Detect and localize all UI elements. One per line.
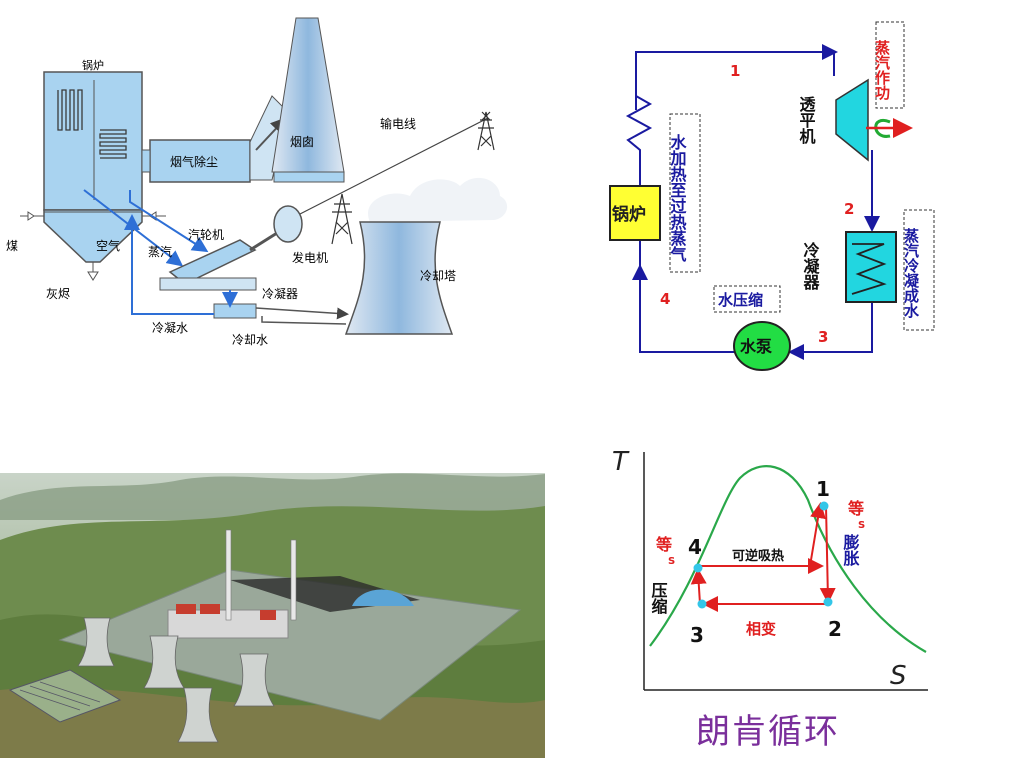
- heat-absorb-label: 可逆吸热: [732, 548, 784, 564]
- chimney-label: 烟囱: [290, 135, 314, 149]
- ts-line-3-4: [690, 568, 707, 605]
- s-axis-label: S: [890, 661, 907, 691]
- generator: [273, 205, 303, 243]
- boiler-label: 锅炉: [82, 59, 104, 72]
- ts-diagram: T S 1 2 3 4 可逆吸热 相变 等 S 压缩 等 S 膨胀: [612, 447, 928, 691]
- cycle-num-4: 4: [660, 290, 670, 308]
- cycle-line-top: [635, 44, 838, 110]
- heat-text: 水加热至过热蒸气: [668, 133, 688, 263]
- pylon-near: [331, 193, 353, 245]
- ash-label: 灰烬: [46, 287, 70, 301]
- flue-gas-label: 烟气除尘: [170, 154, 218, 169]
- condenser: [213, 303, 257, 319]
- stack-2: [290, 539, 297, 621]
- isentropic-b-label: 等: [847, 499, 864, 518]
- condense-box: [903, 209, 935, 331]
- power-line: [299, 117, 489, 215]
- heating-zigzag: [625, 95, 653, 186]
- condenser-label: 冷凝器: [262, 286, 298, 301]
- condense-text: 蒸汽冷凝成水: [902, 227, 920, 319]
- boiler-coil-right: [99, 129, 127, 159]
- work-text: 蒸汽作功: [873, 39, 891, 101]
- expand-vertical-label: 膨胀: [841, 533, 860, 567]
- cooling-tower: [344, 221, 454, 335]
- condenser-coil-icon: [851, 243, 887, 295]
- stack-1: [225, 529, 232, 621]
- ts-point-1: [819, 501, 829, 511]
- flue-gas-box: [149, 139, 251, 183]
- compress-box: [713, 285, 781, 313]
- isentropic-a-sub: S: [668, 556, 675, 567]
- power-line-label: 输电线: [380, 116, 416, 131]
- cycle-num-2: 2: [844, 200, 854, 218]
- compress-text: 水压缩: [718, 291, 763, 309]
- cycle-num-3: 3: [818, 328, 828, 346]
- phase-label: 相变: [746, 620, 776, 638]
- ts-label-3: 3: [690, 623, 704, 647]
- condensate-pipe: [124, 214, 214, 315]
- ts-label-1: 1: [816, 477, 830, 501]
- steam-label: 蒸汽: [148, 244, 172, 259]
- cycle-boiler-label: 锅炉: [612, 204, 646, 225]
- coal-label: 煤: [6, 239, 18, 253]
- ts-line-1-2: [819, 505, 836, 604]
- plant-photo: [0, 473, 545, 758]
- ts-point-2: [823, 597, 833, 607]
- cycle-condenser: [845, 231, 897, 303]
- cooling-water-label: 冷却水: [232, 333, 268, 347]
- plant-schematic: 锅炉 烟气除尘 烟囱 煤 空气 灰烬 蒸汽 汽轮机 发电机: [6, 17, 508, 347]
- saturation-dome: [649, 465, 927, 653]
- generator-label: 发电机: [292, 250, 328, 265]
- ts-point-3: [697, 599, 707, 609]
- turbine: [168, 239, 257, 285]
- cycle-line-bottom: [632, 264, 736, 353]
- condensate-label: 冷凝水: [152, 320, 188, 335]
- plant-site: [58, 569, 522, 721]
- cycle-turbine: [835, 78, 869, 162]
- ts-point-4: [693, 563, 703, 573]
- condenser-vertical-label: 冷凝器: [801, 241, 821, 291]
- boiler-body: [43, 71, 143, 211]
- cooling-water-pipe: [255, 307, 349, 320]
- isentropic-a-label: 等: [655, 535, 672, 554]
- steam-plume: [368, 177, 508, 222]
- photo-cooling-towers: [77, 617, 275, 743]
- cooling-tower-label: 冷却塔: [420, 269, 456, 283]
- cycle-num-1: 1: [730, 62, 740, 80]
- turbine-vertical-label: 透平机: [797, 96, 816, 145]
- rankine-caption: 朗肯循环: [696, 712, 840, 752]
- cycle-boiler: [609, 185, 661, 241]
- ts-label-2: 2: [828, 617, 842, 641]
- work-box: [875, 21, 905, 109]
- heat-box: [669, 113, 701, 273]
- pump-label: 水泵: [740, 337, 772, 356]
- boiler-coil-left: [57, 89, 83, 131]
- compress-vertical-label: 压缩: [649, 582, 668, 615]
- air-label: 空气: [96, 238, 120, 253]
- boiler-hopper: [43, 209, 143, 263]
- turbine-label: 汽轮机: [188, 227, 224, 242]
- isentropic-b-sub: S: [858, 520, 865, 531]
- cycle-diagram: 锅炉 水加热至过热蒸气 透平机 蒸汽作功 冷凝器 蒸汽冷凝成水 水压缩 水泵 1…: [609, 21, 935, 371]
- ts-label-4: 4: [688, 535, 702, 559]
- pylon-far: [477, 111, 495, 151]
- t-axis-label: T: [612, 447, 630, 477]
- cycle-pump: [733, 321, 791, 371]
